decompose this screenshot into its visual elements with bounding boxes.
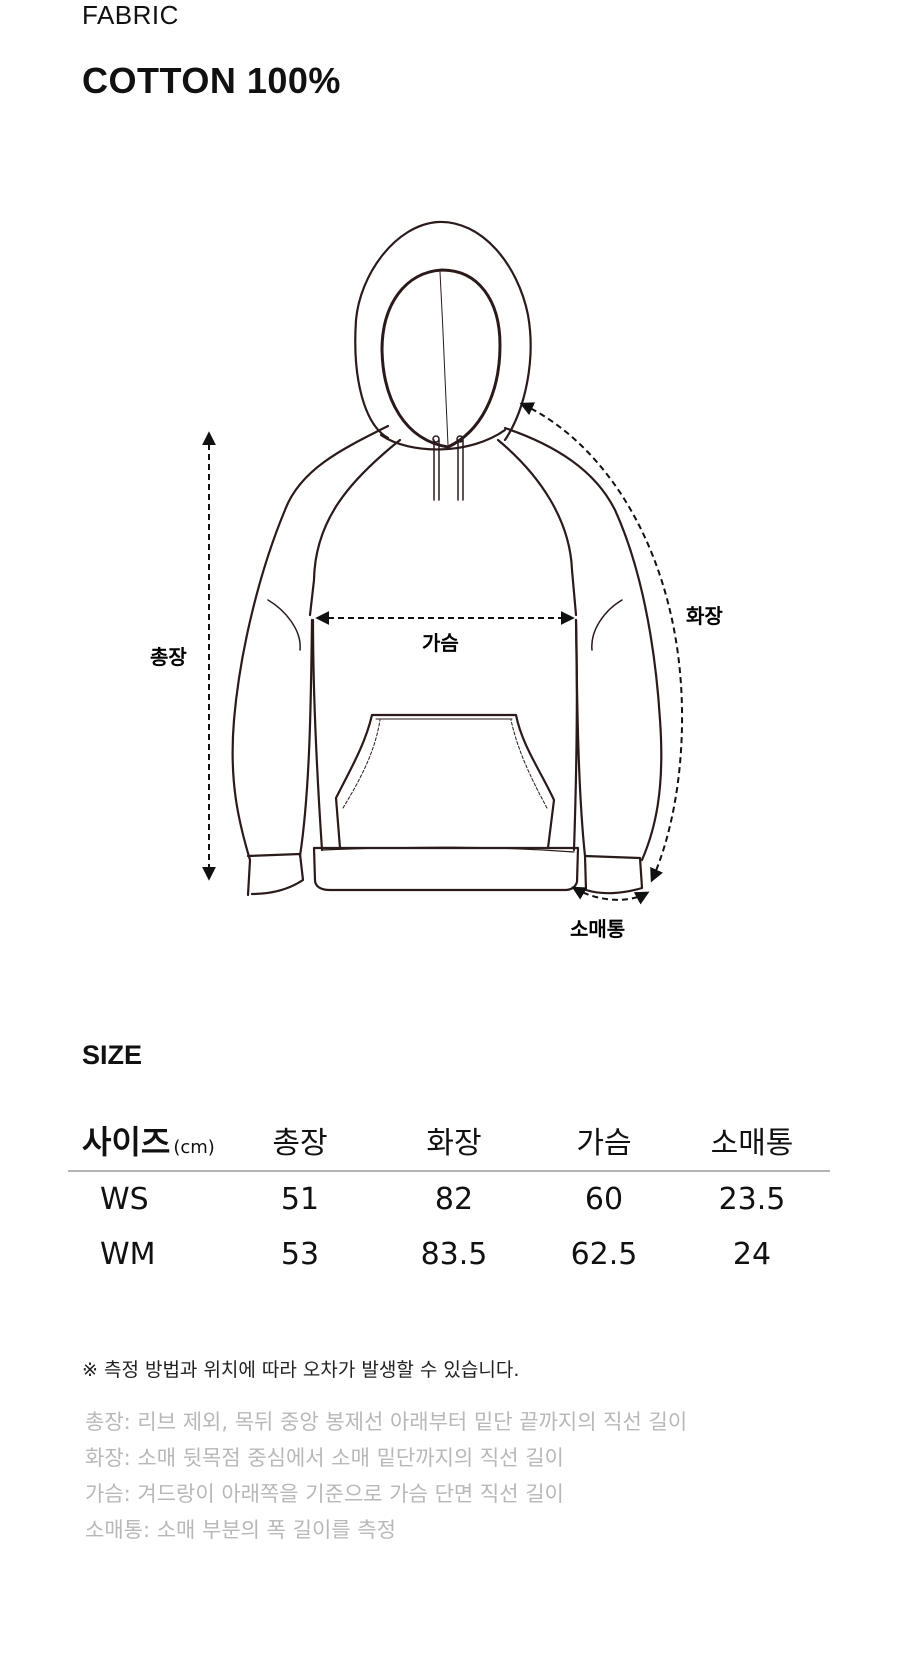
header-sleeve: 화장 xyxy=(426,1126,482,1161)
table-cell: 53 xyxy=(280,1237,320,1272)
size-table: 사이즈(cm) 총장 화장 가슴 소매통 WS 51 82 60 23.5 WM… xyxy=(68,1110,830,1282)
header-chest: 가슴 xyxy=(576,1126,632,1161)
size-label: WS xyxy=(100,1182,149,1217)
size-header-cell: 사이즈(cm) xyxy=(68,1117,226,1163)
table-cell: 82 xyxy=(434,1182,474,1217)
fabric-value: COTTON 100% xyxy=(82,60,341,101)
sleeve-dimension-line xyxy=(519,402,684,883)
hoodie-outline xyxy=(231,220,663,897)
header-length: 총장 xyxy=(272,1126,328,1161)
length-label: 총장 xyxy=(150,645,187,669)
size-header-label: 사이즈 xyxy=(82,1123,171,1161)
table-row: WM 53 83.5 62.5 24 xyxy=(68,1227,830,1282)
definition-sleeve: 화장: 소매 뒷목점 중심에서 소매 밑단까지의 직선 길이 xyxy=(85,1446,564,1470)
cuff-label: 소매통 xyxy=(570,917,625,941)
hoodie-diagram: 총장 가슴 화장 소매통 xyxy=(150,220,723,941)
chest-label: 가슴 xyxy=(422,631,459,655)
table-cell: 60 xyxy=(584,1182,624,1217)
definition-length: 총장: 리브 제외, 목뒤 중앙 봉제선 아래부터 밑단 끝까지의 직선 길이 xyxy=(85,1410,688,1434)
size-table-header: 사이즈(cm) 총장 화장 가슴 소매통 xyxy=(68,1110,830,1172)
table-row: WS 51 82 60 23.5 xyxy=(68,1172,830,1227)
size-label: WM xyxy=(100,1237,156,1272)
header-cuff: 소매통 xyxy=(710,1126,794,1161)
size-header-unit: (cm) xyxy=(173,1137,215,1158)
table-cell: 62.5 xyxy=(570,1237,638,1272)
table-cell: 83.5 xyxy=(420,1237,488,1272)
measurement-notice: ※ 측정 방법과 위치에 따라 오차가 발생할 수 있습니다. xyxy=(82,1359,520,1381)
table-cell: 51 xyxy=(280,1182,320,1217)
definition-cuff: 소매통: 소매 부분의 폭 길이를 측정 xyxy=(85,1518,396,1542)
sleeve-label: 화장 xyxy=(686,604,723,628)
size-heading: SIZE xyxy=(82,1040,143,1070)
table-cell: 24 xyxy=(732,1237,772,1272)
table-cell: 23.5 xyxy=(718,1182,786,1217)
fabric-label: FABRIC xyxy=(82,0,179,30)
dimension-lines xyxy=(202,402,684,905)
definition-chest: 가슴: 겨드랑이 아래쪽을 기준으로 가슴 단면 직선 길이 xyxy=(85,1482,564,1506)
